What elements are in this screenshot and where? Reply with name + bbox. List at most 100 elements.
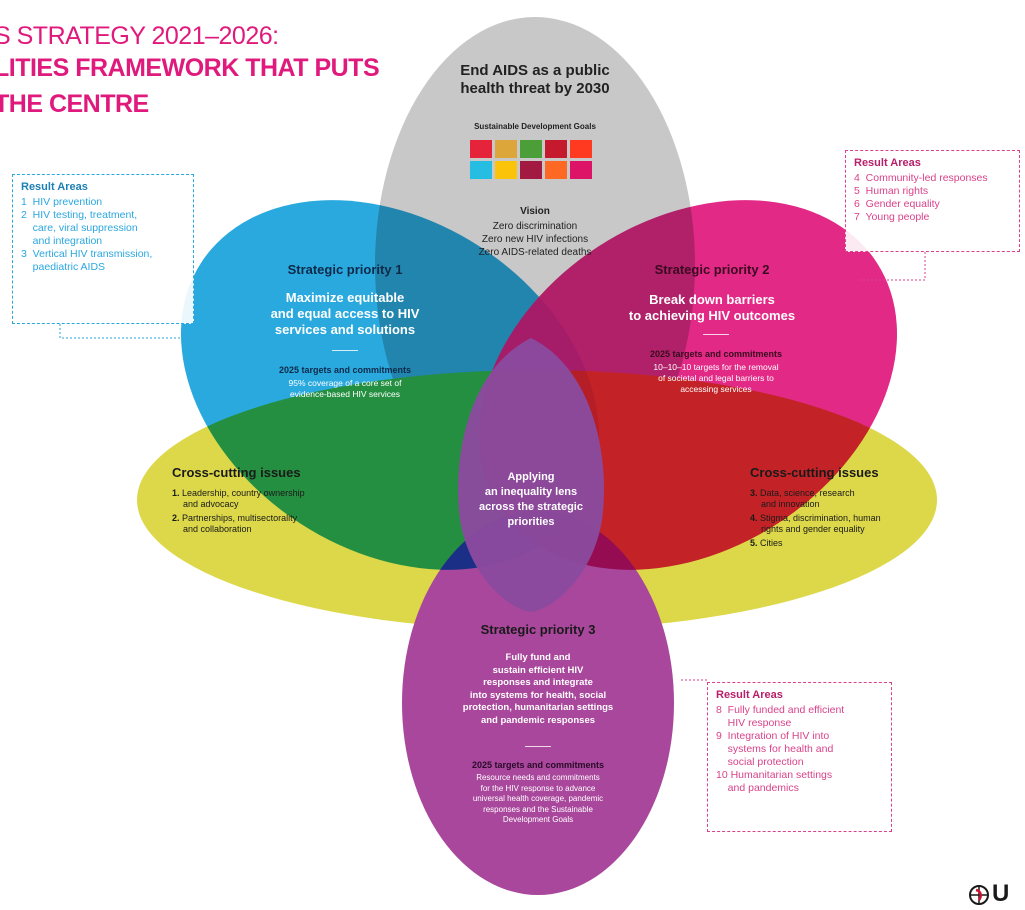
item-text: Stigma, discrimination, human bbox=[760, 513, 881, 523]
logo-text: U bbox=[992, 880, 1010, 907]
sdg-goal-tile bbox=[545, 161, 567, 179]
result-area-item: and integration bbox=[21, 235, 103, 247]
sp2-subtitle-line: to achieving HIV outcomes bbox=[628, 308, 796, 323]
sp1-targets-line: evidence-based HIV services bbox=[289, 389, 401, 399]
sp3-targets-line: for the HIV response to advance bbox=[480, 783, 596, 793]
bottom-petal bbox=[402, 511, 674, 895]
sp2-targets-text: 10–10–10 targets for the removal of soci… bbox=[616, 362, 816, 395]
result-area-item: 4 Community-led responses bbox=[854, 172, 988, 184]
sdg-goal-tile bbox=[495, 140, 517, 158]
item-text: rights and gender equality bbox=[761, 524, 865, 534]
result-area-item: 5 Human rights bbox=[854, 185, 929, 197]
vision-list: Zero discrimination Zero new HIV infecti… bbox=[430, 220, 640, 259]
result-areas-blue: Result Areas 1 HIV prevention 2 HIV test… bbox=[12, 174, 194, 324]
title-line-1: S STRATEGY 2021–2026: bbox=[0, 22, 279, 50]
sp3-subtitle-line: and pandemic responses bbox=[480, 714, 596, 726]
item-number: 4. bbox=[750, 513, 758, 523]
center-line: across the strategic bbox=[479, 501, 583, 513]
result-area-item: 8 Fully funded and efficient bbox=[716, 704, 845, 716]
sdg-goal-tile bbox=[470, 161, 492, 179]
item-text: Leadership, country ownership bbox=[182, 488, 305, 498]
sp2-targets-line: accessing services bbox=[680, 384, 752, 394]
sp2-targets-line: 10–10–10 targets for the removal bbox=[653, 362, 779, 372]
cross-left-list: 1. Leadership, country ownership and adv… bbox=[172, 488, 352, 535]
vision-item: Zero new HIV infections bbox=[481, 234, 589, 245]
sdg-goal-tile bbox=[520, 161, 542, 179]
sp1-subtitle-line: and equal access to HIV bbox=[270, 306, 420, 321]
sp2-title: Strategic priority 2 bbox=[654, 262, 770, 277]
sp1-targets-label: 2025 targets and commitments bbox=[278, 365, 412, 375]
sp3-subtitle-line: protection, humanitarian settings bbox=[462, 702, 614, 713]
sp2-subtitle: Break down barriers to achieving HIV out… bbox=[600, 292, 824, 324]
cross-right-item: 3. Data, science, research bbox=[750, 488, 920, 499]
sp3-targets-line: Development Goals bbox=[502, 815, 574, 824]
result-areas-pink-bottom: Result Areas 8 Fully funded and efficien… bbox=[707, 682, 892, 832]
item-text: Data, science, research bbox=[760, 488, 855, 498]
sp3-targets-line: Resource needs and commitments bbox=[476, 773, 600, 782]
sp3-title: Strategic priority 3 bbox=[480, 622, 596, 637]
sp2-targets-line: of societal and legal barriers to bbox=[658, 373, 774, 383]
top-heading-line-1: End AIDS as a public bbox=[460, 62, 610, 79]
sp1-subtitle: Maximize equitable and equal access to H… bbox=[235, 290, 455, 338]
result-area-item: systems for health and bbox=[716, 743, 834, 755]
sdg-label: Sustainable Development Goals bbox=[474, 122, 596, 131]
result-area-item: 2 HIV testing, treatment, bbox=[21, 209, 138, 221]
center-text: Applying an inequality lens across the s… bbox=[461, 470, 601, 530]
center-line: an inequality lens bbox=[484, 486, 578, 498]
result-area-item: social protection bbox=[716, 756, 804, 768]
result-area-item: 9 Integration of HIV into bbox=[716, 730, 830, 742]
result-area-item: paediatric AIDS bbox=[21, 261, 106, 273]
vision-label: Vision bbox=[520, 206, 550, 217]
sp3-subtitle-line: responses and integrate bbox=[483, 677, 593, 688]
sp3-subtitle: Fully fund and sustain efficient HIV res… bbox=[425, 652, 651, 727]
cross-right-item: 4. Stigma, discrimination, human bbox=[750, 513, 920, 524]
cross-right-title: Cross-cutting issues bbox=[750, 465, 879, 480]
sp3-divider bbox=[525, 746, 551, 747]
cross-left-item: 1. Leadership, country ownership bbox=[172, 488, 352, 499]
item-number: 1. bbox=[172, 488, 180, 498]
sdg-goal-tile bbox=[470, 140, 492, 158]
sp2-subtitle-line: Break down barriers bbox=[649, 292, 775, 307]
result-areas-heading: Result Areas bbox=[21, 181, 88, 193]
sp3-targets-text: Resource needs and commitments for the H… bbox=[428, 773, 648, 826]
sdg-icons bbox=[470, 140, 592, 190]
top-heading: End AIDS as a public health threat by 20… bbox=[430, 62, 640, 98]
sp3-targets-line: universal health coverage, pandemic bbox=[472, 794, 604, 803]
item-number: 2. bbox=[172, 513, 180, 523]
sp3-subtitle-line: into systems for health, social bbox=[469, 689, 607, 701]
item-text: and collaboration bbox=[183, 524, 252, 534]
item-text: Partnerships, multisectorality bbox=[182, 513, 298, 523]
item-number: 5. bbox=[750, 538, 758, 548]
result-area-item: 10 Humanitarian settings bbox=[716, 769, 833, 781]
sdg-goal-tile bbox=[570, 140, 592, 158]
globe-icon bbox=[969, 885, 989, 905]
top-heading-line-2: health threat by 2030 bbox=[460, 80, 610, 97]
result-area-item: 3 Vertical HIV transmission, bbox=[21, 248, 153, 260]
sdg-goal-tile bbox=[495, 161, 517, 179]
result-areas-pink-top: Result Areas 4 Community-led responses 5… bbox=[845, 150, 1020, 252]
cross-cutting-left: Cross-cutting issues 1. Leadership, coun… bbox=[172, 465, 352, 535]
sp3-subtitle-line: Fully fund and bbox=[505, 652, 571, 663]
item-text: and advocacy bbox=[183, 499, 239, 509]
sp1-targets-text: 95% coverage of a core set of evidence-b… bbox=[245, 378, 445, 400]
result-area-item: care, viral suppression bbox=[21, 222, 138, 234]
unaids-logo: U bbox=[968, 880, 1025, 908]
result-area-item: 7 Young people bbox=[854, 211, 930, 223]
sp1-title: Strategic priority 1 bbox=[287, 262, 403, 277]
cross-right-item: 5. Cities bbox=[750, 538, 920, 549]
sp3-targets-line: responses and the Sustainable bbox=[483, 804, 593, 814]
vision-item: Zero discrimination bbox=[492, 221, 578, 232]
cross-left-title: Cross-cutting issues bbox=[172, 465, 301, 480]
center-line: Applying bbox=[507, 471, 555, 483]
sp3-targets-label: 2025 targets and commitments bbox=[471, 760, 605, 770]
sp1-targets-line: 95% coverage of a core set of bbox=[288, 378, 402, 388]
sp2-divider bbox=[703, 334, 729, 335]
title-line-3: THE CENTRE bbox=[0, 90, 149, 118]
result-areas-heading: Result Areas bbox=[716, 689, 783, 701]
result-area-item: 1 HIV prevention bbox=[21, 196, 103, 208]
center-lens bbox=[458, 338, 604, 612]
center-line: priorities bbox=[507, 516, 555, 528]
result-area-item: and pandemics bbox=[716, 782, 799, 794]
